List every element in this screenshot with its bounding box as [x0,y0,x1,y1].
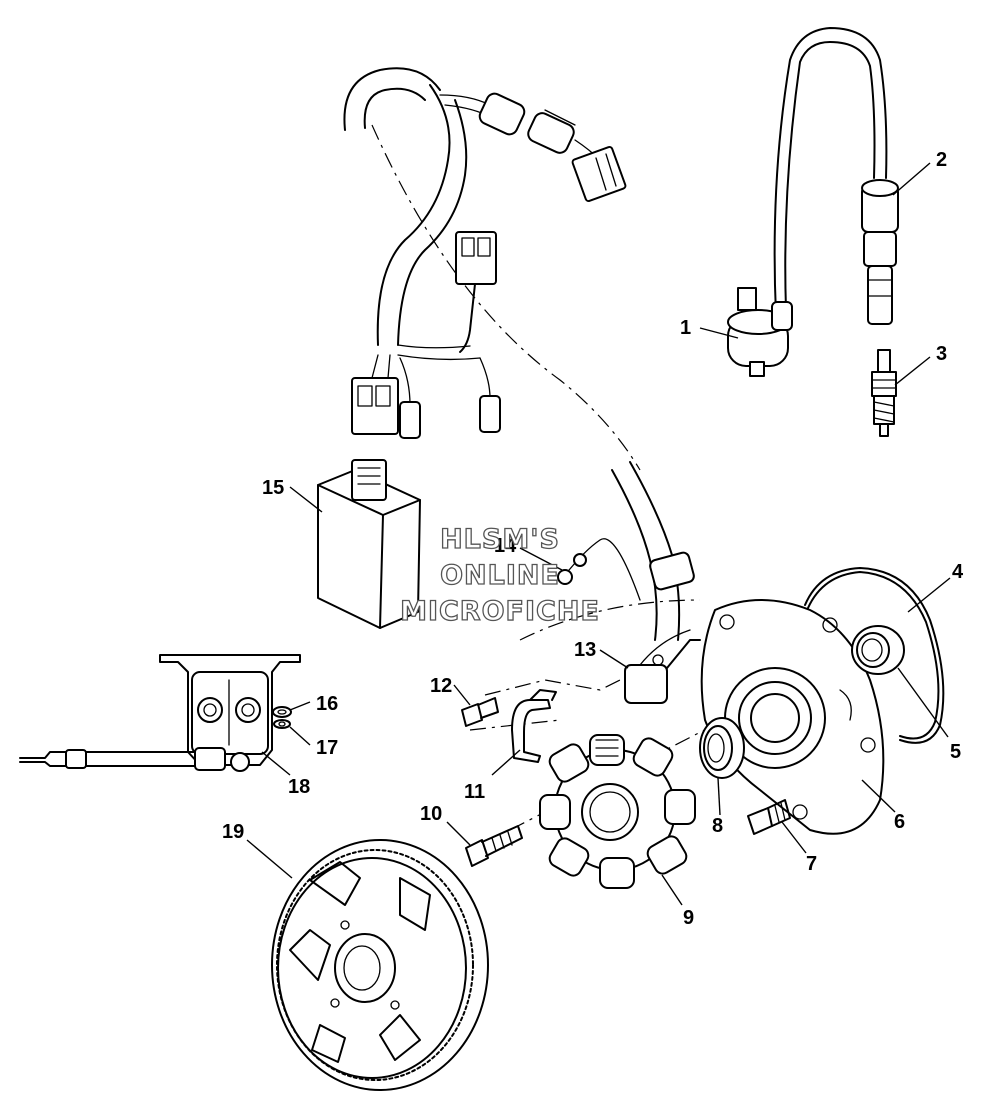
wiring-harness [343,67,627,439]
callout-13: 13 [574,639,596,661]
regulator-rectifier [19,654,301,772]
callout-7: 7 [806,853,817,875]
callout-16: 16 [316,693,338,715]
callout-14: 14 [494,535,517,557]
washers [272,706,292,729]
watermark: HLSM'S ONLINE MICROFICHE [399,523,600,627]
callout-4: 4 [952,561,964,583]
bearing [851,625,905,675]
callout-11: 11 [464,781,485,803]
watermark-line-2: ONLINE [440,560,560,591]
spark-plug [871,349,897,437]
oil-seal [699,717,745,779]
screw-7 [747,799,791,835]
leader-lines [246,162,951,906]
ignition-coil [727,27,888,377]
cdi-unit [317,459,421,629]
screw-10 [465,825,523,867]
callout-9: 9 [683,907,694,929]
clamp [511,689,557,763]
watermark-line-3: MICROFICHE [400,596,600,627]
stator-plate [700,599,885,835]
callout-labels: 1 2 3 4 5 6 7 8 9 10 11 12 13 14 15 16 1… [222,149,964,929]
callout-3: 3 [936,343,947,365]
callout-8: 8 [712,815,723,837]
o-ring [804,567,945,744]
watermark-line-1: HLSM'S [440,524,560,555]
callout-1: 1 [680,317,691,339]
callout-6: 6 [894,811,905,833]
spark-plug-cap [861,179,899,325]
callout-5: 5 [950,741,961,763]
flywheel [271,839,489,1091]
callout-2: 2 [936,149,947,171]
callout-15: 15 [262,477,284,499]
callout-19: 19 [222,821,244,843]
stator [539,734,696,889]
callout-12: 12 [430,675,452,697]
screw-12 [461,697,499,727]
callout-18: 18 [288,776,310,798]
stator-lead [557,461,695,641]
pulser-coil [624,629,701,704]
callout-10: 10 [420,803,442,825]
callout-17: 17 [316,737,338,759]
